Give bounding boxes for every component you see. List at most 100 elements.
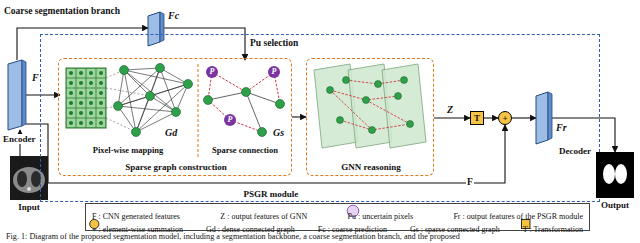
node-label: Fc bbox=[168, 10, 179, 22]
input-image: Input bbox=[10, 156, 48, 200]
illustration-shape bbox=[8, 60, 22, 130]
legend-text: Pu : uncertain pixels bbox=[348, 212, 414, 221]
illustration-shape bbox=[375, 81, 382, 88]
node-label: P bbox=[210, 67, 215, 76]
illustration-shape bbox=[603, 164, 615, 184]
gnn-layers bbox=[314, 64, 426, 148]
illustration-shape bbox=[146, 92, 155, 101]
node-label: Pixel-wise mapping bbox=[93, 146, 164, 156]
legend-text: Fr : output features of the PSGR module bbox=[453, 212, 583, 221]
node-label: F bbox=[32, 72, 39, 84]
connector-arrow bbox=[434, 117, 470, 118]
module-box: PSGR module Sparse graph construction Pixe… bbox=[40, 34, 600, 202]
illustration-shape bbox=[118, 68, 188, 132]
illustration-shape bbox=[17, 171, 27, 187]
segmentation-mask bbox=[596, 152, 634, 198]
illustration-shape bbox=[120, 66, 129, 75]
illustration-shape bbox=[22, 60, 26, 126]
illustration-shape bbox=[208, 92, 280, 132]
sum-circle: + bbox=[498, 111, 512, 125]
legend-row: F : CNN generated featuresZ : output fea… bbox=[86, 205, 589, 217]
pixel-circle: P bbox=[224, 114, 236, 126]
illustration-shape bbox=[337, 117, 344, 124]
illustration-shape bbox=[160, 12, 164, 42]
connector-arrow bbox=[512, 117, 536, 118]
node-label: GNN reasoning bbox=[341, 162, 401, 172]
illustration-shape bbox=[114, 64, 193, 137]
slab-shape bbox=[536, 92, 552, 144]
output-image: Output bbox=[596, 152, 634, 198]
mapping-lines bbox=[106, 70, 150, 132]
pixel-grid bbox=[66, 68, 106, 128]
illustration-shape bbox=[184, 80, 193, 89]
legend-item: Fr : output features of the PSGR module bbox=[453, 205, 583, 217]
illustration-shape bbox=[327, 77, 414, 134]
slab-shape bbox=[8, 60, 26, 130]
illustration-shape bbox=[172, 108, 181, 117]
legend-item: Z : output features of GNN bbox=[220, 205, 307, 217]
node-label: Fr bbox=[556, 122, 567, 134]
pixel-circle: P bbox=[206, 66, 218, 78]
legend-text: T : Transformation bbox=[523, 225, 583, 234]
sub-panel: Pixel-wise mapping bbox=[60, 60, 196, 158]
node-label: + bbox=[502, 113, 507, 123]
illustration-shape bbox=[548, 92, 552, 140]
node-label: Sparse connection bbox=[212, 146, 278, 156]
caption: Fig. 1: Diagram of the proposed segmenta… bbox=[6, 232, 460, 241]
illustration-shape bbox=[343, 77, 350, 84]
node-label: Output bbox=[601, 200, 629, 210]
illustration-shape bbox=[148, 12, 160, 46]
node-label: P bbox=[228, 115, 233, 124]
transform-box: T bbox=[470, 111, 484, 125]
illustration-shape bbox=[242, 88, 251, 97]
illustration-shape bbox=[382, 64, 426, 148]
dense-graph bbox=[114, 64, 193, 137]
pixel-circle: P bbox=[268, 66, 280, 78]
illustration-shape bbox=[395, 93, 402, 100]
illustration-shape bbox=[258, 128, 267, 137]
illustration-shape bbox=[363, 97, 370, 104]
illustration-shape bbox=[615, 164, 627, 184]
node-label: PSGR module bbox=[244, 189, 299, 199]
illustration-shape bbox=[132, 128, 141, 137]
illustration-shape bbox=[114, 102, 123, 111]
panel-separator bbox=[198, 64, 199, 158]
illustration-shape bbox=[204, 96, 213, 105]
illustration-shape bbox=[27, 187, 31, 191]
legend-item: Pu : uncertain pixels bbox=[348, 205, 414, 217]
illustration-shape bbox=[327, 87, 334, 94]
edge-label: Pu selection bbox=[250, 38, 298, 49]
node-label: Sparse graph construction bbox=[125, 162, 227, 172]
illustration-shape bbox=[66, 68, 106, 128]
node-label: P bbox=[272, 67, 277, 76]
connector-arrow bbox=[26, 94, 60, 95]
illustration-shape bbox=[208, 72, 280, 132]
connector-arrow bbox=[484, 117, 498, 118]
region-box: Sparse graph construction Pixel-wise mapp… bbox=[58, 58, 292, 176]
feature-map: FEncoder bbox=[8, 60, 26, 130]
illustration-shape bbox=[156, 64, 165, 73]
edge-label: Z bbox=[447, 104, 453, 116]
ct-scan bbox=[10, 156, 48, 200]
free-label: Gs bbox=[272, 127, 285, 139]
sub-panel: Sparse connection P P P bbox=[200, 60, 290, 158]
free-label: Decoder bbox=[558, 146, 592, 156]
feature-map: Fc bbox=[148, 12, 164, 46]
illustration-shape bbox=[401, 77, 408, 84]
legend-box: F : CNN generated features Z : output fea… bbox=[85, 203, 590, 231]
node-label: Encoder bbox=[2, 134, 37, 144]
node-label: T bbox=[474, 113, 480, 123]
edge-label: F bbox=[466, 177, 474, 188]
free-label: Gd bbox=[164, 127, 178, 139]
illustration-shape bbox=[198, 64, 199, 158]
legend-text: F : CNN generated features bbox=[92, 212, 180, 221]
illustration-shape bbox=[596, 152, 634, 198]
node-label: Input bbox=[18, 202, 40, 212]
feature-map: Fr bbox=[536, 92, 552, 144]
illustration-shape bbox=[106, 70, 150, 132]
slab-shape bbox=[148, 12, 164, 46]
illustration-shape bbox=[276, 100, 285, 109]
connector-arrow bbox=[17, 28, 148, 60]
illustration-shape bbox=[369, 127, 376, 134]
connector-arrow bbox=[164, 28, 245, 60]
